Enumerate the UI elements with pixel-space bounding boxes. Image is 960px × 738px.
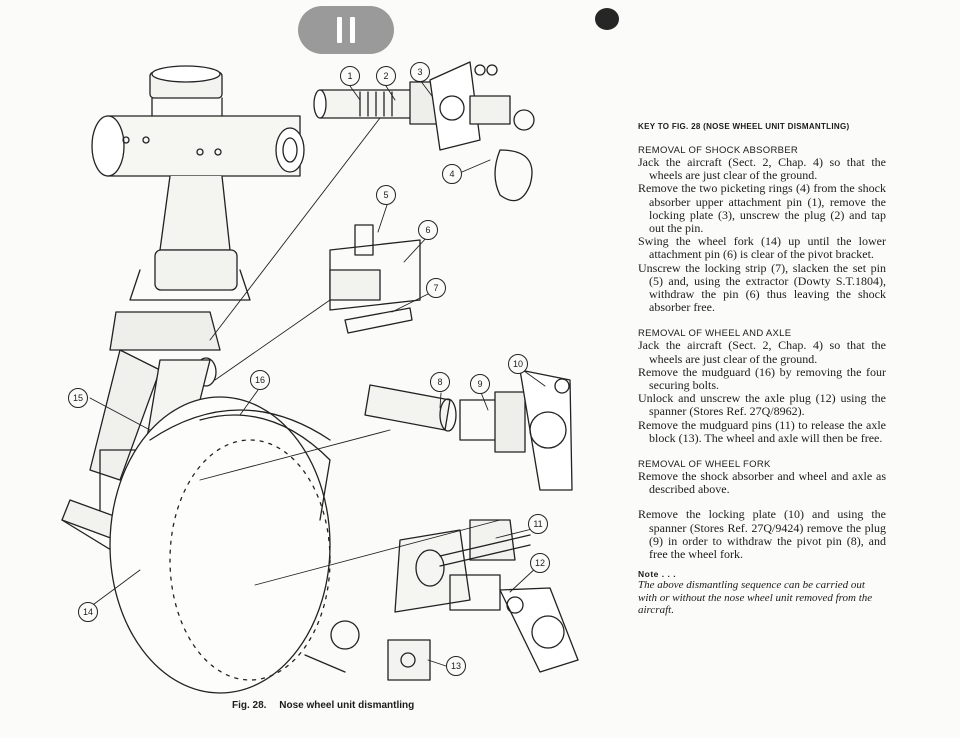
note-text: The above dismantling sequence can be ca…: [638, 579, 873, 617]
pause-icon: [333, 17, 359, 43]
key-text: KEY TO FIG. 28 (NOSE WHEEL UNIT DISMANTL…: [638, 122, 886, 617]
figure-number: Fig. 28.: [232, 700, 267, 711]
pivot-pin-parts: [364, 369, 573, 491]
axle-parts: [304, 519, 579, 681]
paragraph: Jack the aircraft (Sect. 2, Chap. 4) so …: [638, 155, 886, 183]
nose-wheel: [109, 396, 331, 694]
paragraph: Remove the locking plate (10) and using …: [638, 507, 886, 562]
paragraph: Remove the mudguard pins (11) to release…: [638, 417, 886, 445]
key-title: KEY TO FIG. 28 (NOSE WHEEL UNIT DISMANTL…: [638, 122, 850, 131]
callout-5: 5: [376, 185, 396, 205]
callout-9: 9: [470, 374, 490, 394]
callout-11: 11: [528, 514, 548, 534]
section-heading: REMOVAL OF WHEEL FORK: [638, 459, 771, 471]
callout-16: 16: [250, 370, 270, 390]
paragraph: Unlock and unscrew the axle plug (12) us…: [638, 391, 886, 419]
callout-4: 4: [442, 164, 462, 184]
figure-caption: Fig. 28. Nose wheel unit dismantling: [232, 700, 414, 711]
callout-7: 7: [426, 278, 446, 298]
lower-attachment-parts: [329, 224, 421, 334]
paragraph: Jack the aircraft (Sect. 2, Chap. 4) so …: [638, 338, 886, 366]
ink-blot: [595, 8, 619, 30]
callout-15: 15: [68, 388, 88, 408]
callout-14: 14: [78, 602, 98, 622]
paragraph: Swing the wheel fork (14) up until the l…: [638, 234, 886, 262]
note-heading: Note . . .: [638, 569, 677, 580]
section-heading: REMOVAL OF WHEEL AND AXLE: [638, 328, 792, 340]
shock-absorber-housing: [91, 65, 305, 387]
callout-13: 13: [446, 656, 466, 676]
paragraph: Remove the mudguard (16) by removing the…: [638, 364, 886, 393]
pause-button[interactable]: [298, 6, 394, 54]
paragraph: Remove the shock absorber and wheel and …: [638, 469, 886, 497]
callout-3: 3: [410, 62, 430, 82]
paragraph: Unscrew the locking strip (7), slacken t…: [638, 260, 886, 315]
leader-lines: [89, 79, 546, 667]
callout-6: 6: [418, 220, 438, 240]
section-heading: REMOVAL OF SHOCK ABSORBER: [638, 145, 799, 156]
callout-12: 12: [530, 553, 550, 573]
callout-10: 10: [508, 354, 528, 374]
upper-pin-parts: [313, 61, 535, 202]
callout-8: 8: [430, 372, 450, 392]
callout-2: 2: [376, 66, 396, 86]
paragraph: Remove the two picketing rings (4) from …: [638, 181, 886, 236]
callout-1: 1: [340, 66, 360, 86]
figure-title: Nose wheel unit dismantling: [279, 700, 415, 711]
